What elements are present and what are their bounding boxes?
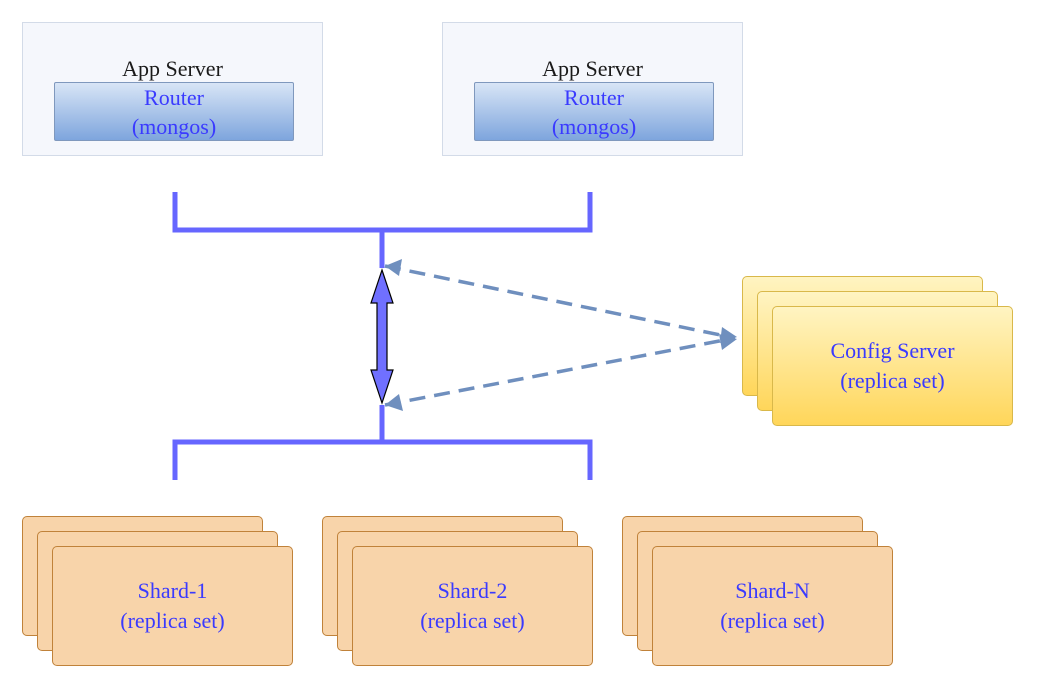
shard-2-label: Shard-2 (replica set) bbox=[352, 546, 593, 666]
shard-title: Shard-N bbox=[735, 578, 810, 603]
shard-subtitle: (replica set) bbox=[720, 608, 825, 633]
app-server-title: App Server bbox=[122, 56, 223, 81]
config-server-title: Config Server bbox=[830, 338, 955, 363]
shard-1-label: Shard-1 (replica set) bbox=[52, 546, 293, 666]
router-label: Router bbox=[144, 84, 204, 110]
arrowhead-bottom-left bbox=[385, 394, 403, 411]
router-sublabel: (mongos) bbox=[551, 113, 637, 139]
arrowhead-config-lower bbox=[719, 334, 737, 350]
shard-card-front bbox=[52, 546, 293, 666]
shard-title: Shard-1 bbox=[137, 578, 208, 603]
config-server-label: Config Server (replica set) bbox=[772, 306, 1013, 426]
dashed-arrow-upper bbox=[384, 264, 736, 340]
shard-n-label: Shard-N (replica set) bbox=[652, 546, 893, 666]
shard-subtitle: (replica set) bbox=[120, 608, 225, 633]
app-server-title: App Server bbox=[542, 56, 643, 81]
shard-card-front bbox=[652, 546, 893, 666]
router-bus bbox=[172, 192, 593, 268]
router-mongos-2: Router (mongos) bbox=[474, 82, 714, 141]
router-label: Router bbox=[564, 84, 624, 110]
shard-card-front bbox=[352, 546, 593, 666]
shard-subtitle: (replica set) bbox=[420, 608, 525, 633]
double-arrow-icon bbox=[370, 268, 394, 405]
shard-title: Shard-2 bbox=[437, 578, 508, 603]
router-mongos-1: Router (mongos) bbox=[54, 82, 294, 141]
config-server-card-front bbox=[772, 306, 1013, 426]
dashed-arrow-lower bbox=[384, 336, 736, 407]
shard-bus bbox=[172, 405, 593, 480]
config-server-subtitle: (replica set) bbox=[840, 368, 945, 393]
app-server-2: App Server Router (mongos) bbox=[442, 22, 743, 156]
router-sublabel: (mongos) bbox=[131, 113, 217, 139]
arrowhead-top-left bbox=[385, 259, 402, 276]
app-server-1: App Server Router (mongos) bbox=[22, 22, 323, 156]
